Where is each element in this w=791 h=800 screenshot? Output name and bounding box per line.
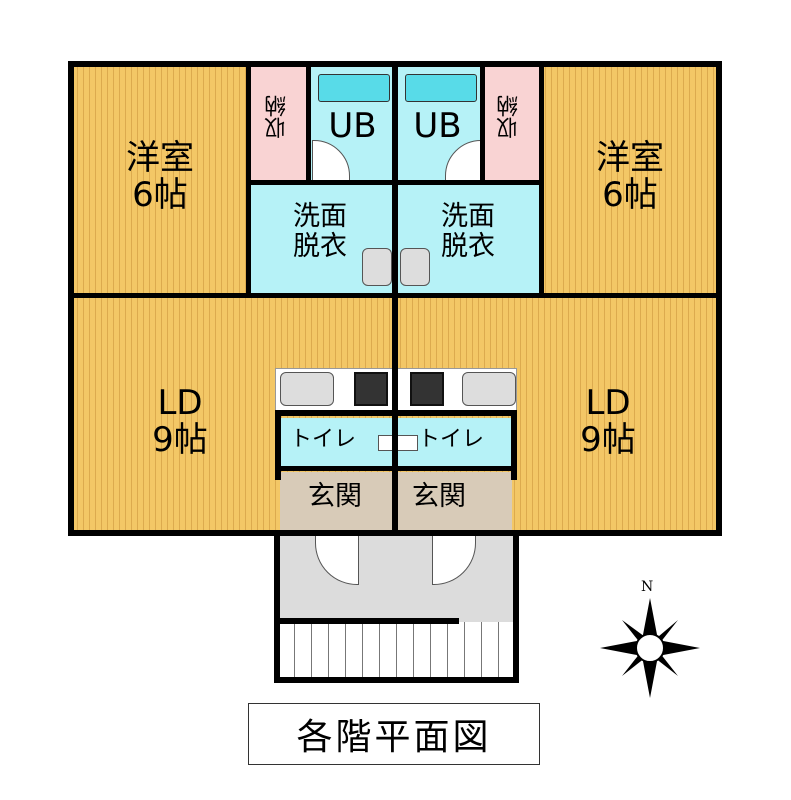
label-toilet-right: トイレ — [418, 427, 485, 452]
label-bath-right: UB — [413, 106, 462, 146]
room-name: 洋室 — [126, 138, 194, 178]
room-toilet-left — [280, 418, 395, 468]
room-name: 洗面 — [441, 201, 495, 232]
room-name: 脱衣 — [293, 230, 347, 262]
washbasin-left — [362, 248, 392, 286]
room-western-left — [72, 65, 250, 297]
label-storage-left: 収納 — [265, 95, 290, 139]
washbasin-right — [400, 248, 430, 286]
room-name: LD — [157, 383, 203, 423]
room-name: 洋室 — [596, 138, 664, 178]
label-washroom-right: 洗面脱衣 — [428, 202, 508, 261]
room-name: 脱衣 — [441, 230, 495, 262]
title-box: 各階平面図 — [248, 703, 540, 765]
room-western-right — [540, 65, 718, 297]
staircase — [278, 622, 515, 678]
room-name: LD — [585, 383, 631, 423]
wall — [275, 466, 517, 471]
room-size: 9帖 — [580, 420, 636, 461]
room-storage-right — [482, 65, 542, 183]
wall — [480, 61, 485, 183]
wall — [275, 410, 517, 416]
room-entrance-left — [280, 472, 395, 530]
room-size: 9帖 — [152, 420, 208, 461]
wall — [246, 61, 251, 297]
wall — [274, 618, 459, 624]
room-storage-left — [250, 65, 310, 183]
room-entrance-right — [395, 472, 512, 530]
bathtub-left — [318, 74, 390, 102]
wall — [246, 180, 544, 185]
label-entrance-left: 玄関 — [308, 481, 362, 512]
wall — [274, 677, 519, 683]
label-entrance-right: 玄関 — [412, 481, 466, 512]
bathtub-right — [405, 74, 477, 102]
wall — [68, 293, 722, 298]
wall — [511, 410, 517, 480]
compass-icon — [600, 598, 700, 698]
label-toilet-left: トイレ — [290, 427, 357, 452]
room-size: 6帖 — [132, 175, 188, 216]
stove-left — [354, 372, 388, 406]
wall — [68, 530, 722, 536]
plan-title: 各階平面図 — [296, 717, 492, 758]
room-size: 6帖 — [602, 175, 658, 216]
stove-right — [410, 372, 444, 406]
wall — [68, 61, 74, 536]
common-hall — [278, 532, 515, 622]
wall — [513, 532, 519, 682]
wall — [306, 61, 311, 183]
label-washroom-left: 洗面脱衣 — [280, 202, 360, 261]
wall — [275, 410, 281, 480]
wall — [539, 61, 544, 297]
kitchen-sink-left — [280, 372, 334, 406]
toilet-fixture — [378, 435, 418, 451]
wall — [274, 532, 280, 682]
wall — [716, 61, 722, 536]
kitchen-sink-right — [462, 372, 516, 406]
label-storage-right: 収納 — [497, 95, 522, 139]
compass-north-label: N — [641, 579, 654, 595]
label-bath-left: UB — [328, 106, 377, 146]
room-name: 洗面 — [293, 201, 347, 232]
